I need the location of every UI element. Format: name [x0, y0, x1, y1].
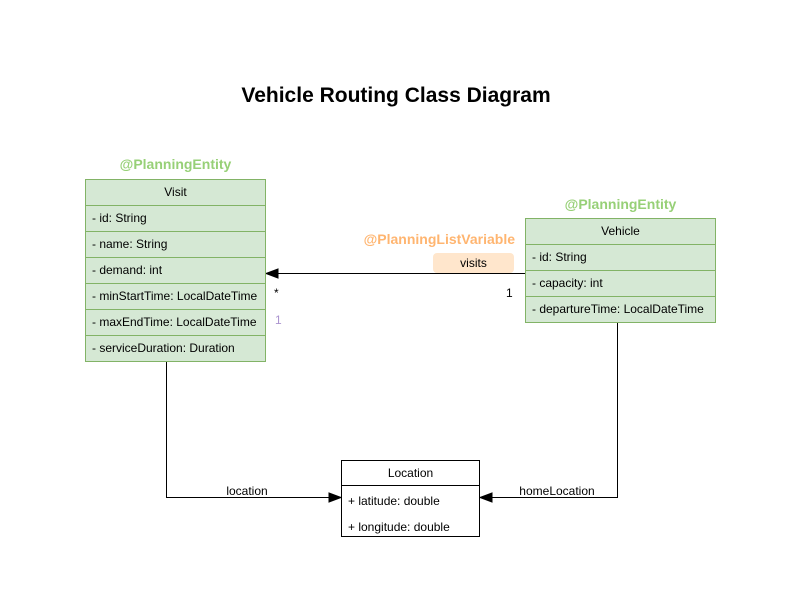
visits-index-label: 1	[275, 313, 282, 327]
class-vehicle-attribute: - capacity: int	[526, 270, 715, 296]
class-location-attribute: + latitude: double	[348, 494, 440, 508]
class-visit-attribute: - name: String	[86, 231, 265, 257]
class-location-attribute: + longitude: double	[348, 520, 450, 534]
class-vehicle-attribute: - departureTime: LocalDateTime	[526, 296, 715, 322]
class-visit-attribute: - id: String	[86, 205, 265, 231]
visits-source-multiplicity: 1	[506, 286, 513, 300]
location-arrow-line	[166, 362, 330, 498]
home-location-arrowhead	[478, 492, 493, 503]
visits-edge-label: visits	[433, 253, 514, 273]
visits-target-multiplicity: *	[274, 286, 279, 300]
class-vehicle: Vehicle - id: String - capacity: int - d…	[525, 218, 716, 323]
class-location-name: Location	[342, 461, 479, 486]
location-arrowhead	[328, 492, 343, 503]
home-location-arrow-line	[491, 322, 618, 498]
location-edge-label: location	[226, 484, 268, 498]
planning-list-variable-annotation: @PlanningListVariable	[363, 231, 515, 247]
visits-arrowhead	[264, 268, 279, 279]
class-visit-attribute: - maxEndTime: LocalDateTime	[86, 309, 265, 335]
class-visit-attribute: - serviceDuration: Duration	[86, 335, 265, 361]
class-visit: Visit - id: String - name: String - dema…	[85, 179, 266, 362]
class-visit-attribute: - demand: int	[86, 257, 265, 283]
visit-planning-entity-annotation: @PlanningEntity	[119, 156, 232, 172]
home-location-edge-label: homeLocation	[519, 484, 595, 498]
vehicle-planning-entity-annotation: @PlanningEntity	[564, 196, 677, 212]
diagram-title: Vehicle Routing Class Diagram	[241, 84, 551, 107]
class-vehicle-name: Vehicle	[601, 224, 640, 238]
class-visit-attribute: - minStartTime: LocalDateTime	[86, 283, 265, 309]
class-visit-name: Visit	[164, 185, 187, 199]
class-vehicle-attribute: - id: String	[526, 244, 715, 270]
class-location: Location + latitude: double + longitude:…	[341, 460, 480, 537]
